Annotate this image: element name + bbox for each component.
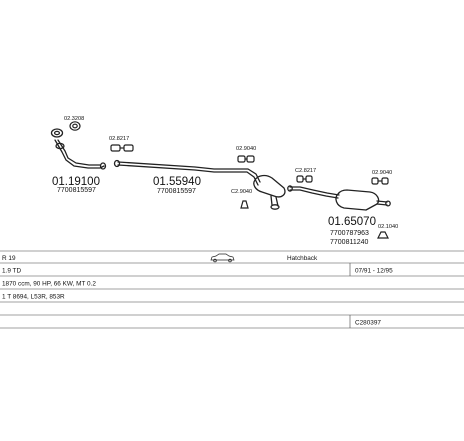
middle-silencer-drawing — [253, 174, 286, 198]
engine-name: 1.9 TD — [2, 268, 21, 275]
engine-specs: 1870 ccm, 90 HP, 66 KW, MT 0.2 — [2, 281, 96, 288]
acc-code-6: 02.9040 — [372, 170, 392, 176]
front-pipe-drawing — [54, 139, 105, 169]
rubber-hanger-3 — [296, 175, 313, 183]
bracket-2 — [377, 231, 389, 239]
vehicle-model: R 19 — [2, 255, 16, 262]
rear-pipe-drawing — [289, 186, 340, 199]
acc-code-4: C2.9040 — [231, 189, 252, 195]
production-years: 07/91 - 12/95 — [355, 268, 393, 275]
rubber-hanger-1 — [110, 144, 134, 152]
acc-code-5: C2.8217 — [295, 168, 316, 174]
reference-code: C280397 — [355, 320, 381, 327]
rubber-hanger-2 — [237, 155, 255, 163]
acc-code-2: 02.8217 — [109, 136, 129, 142]
acc-code-7: 02.1040 — [378, 224, 398, 230]
oem-number-rear-silencer-2: 7700811240 — [330, 239, 369, 246]
oem-number-middle-pipe: 7700815597 — [157, 188, 196, 195]
gasket-ring — [69, 121, 81, 131]
engine-codes: 1 T 8694, L53R, 853R — [2, 294, 65, 301]
acc-code-1: 02.3208 — [64, 116, 84, 122]
acc-code-3: 02.9040 — [236, 146, 256, 152]
bracket-1 — [240, 200, 249, 209]
body-type: Hatchback — [287, 255, 318, 262]
front-flange — [50, 128, 64, 138]
rear-silencer-drawing — [335, 189, 380, 211]
oem-number-rear-silencer-1: 7700787963 — [330, 230, 369, 237]
part-number-front-pipe: 01.19100 — [52, 176, 100, 188]
part-number-rear-silencer: 01.65070 — [328, 216, 376, 228]
rubber-hanger-4 — [371, 177, 389, 185]
part-number-middle-pipe: 01.55940 — [153, 176, 201, 188]
oem-number-front-pipe: 7700815597 — [57, 187, 96, 194]
middle-pipe-drawing — [117, 161, 261, 186]
car-icon — [210, 253, 235, 263]
